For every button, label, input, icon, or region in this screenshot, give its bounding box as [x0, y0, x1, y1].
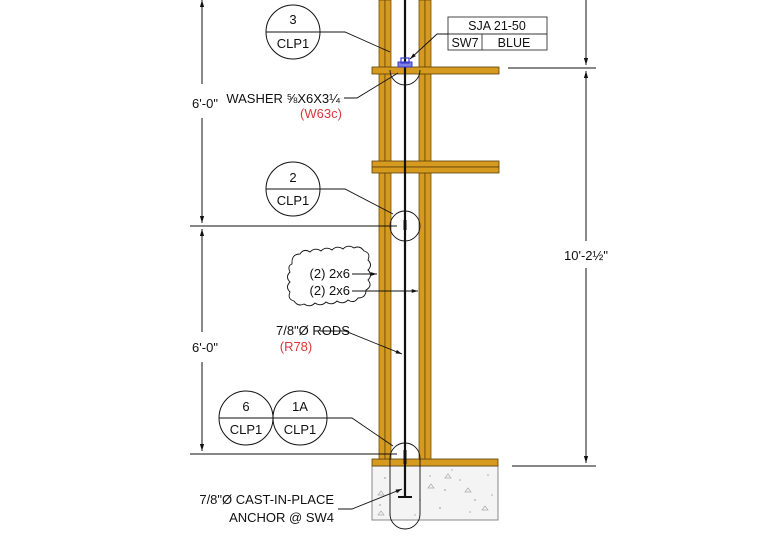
section-tag-6[interactable]: 6 CLP1 [218, 390, 274, 446]
holdown-schedule-box: SJA 21-50 SW7 BLUE [447, 16, 548, 51]
dimension-upper-left: 6'-0" [192, 96, 218, 111]
tag-3-sheet: CLP1 [277, 36, 310, 51]
studs-left [378, 0, 392, 460]
washer-label: WASHER ⅝X6X3¼ [226, 91, 340, 106]
leader-tags-6-1a [327, 417, 394, 447]
sill-plate [371, 458, 499, 467]
tag-2-sheet: CLP1 [277, 193, 310, 208]
leader-tag-3 [320, 31, 391, 53]
leader-anchor [338, 488, 403, 510]
holdown-sw: SW7 [451, 36, 478, 50]
rods-label: 7/8"Ø RODS [276, 323, 350, 338]
leader-tag-2 [320, 188, 394, 215]
tag-6-number: 6 [242, 399, 249, 414]
dimension-lower-left: 6'-0" [192, 340, 218, 355]
leader-rods [320, 330, 403, 355]
coupler-middle [403, 220, 407, 230]
anchor-label-line2: ANCHOR @ SW4 [229, 510, 334, 525]
section-tag-2[interactable]: 2 CLP1 [265, 161, 321, 217]
holdown-model: SJA 21-50 [468, 19, 526, 33]
coupler-lower [403, 450, 407, 464]
upper-floor-plate [371, 66, 500, 75]
section-tag-3[interactable]: 3 CLP1 [265, 4, 321, 60]
stud-label-right: (2) 2x6 [310, 283, 350, 298]
anchor-label-line1: 7/8"Ø CAST-IN-PLACE [199, 492, 334, 507]
right-dimension [508, 0, 596, 467]
rods-code: (R78) [280, 339, 313, 354]
revision-cloud [287, 245, 371, 307]
detail-bubble-top [389, 69, 421, 86]
tag-1a-number: 1A [292, 399, 308, 414]
tag-6-sheet: CLP1 [230, 422, 263, 437]
holdown-color: BLUE [498, 36, 531, 50]
detail-bubble-bottom [389, 442, 421, 530]
section-tag-1a[interactable]: 1A CLP1 [272, 390, 328, 446]
left-dimension [190, 0, 397, 455]
tag-3-number: 3 [289, 12, 296, 27]
dimension-right: 10'-2½" [564, 248, 608, 263]
washer-code: (W63c) [300, 106, 342, 121]
leader-holdown [409, 33, 448, 60]
leader-washer [344, 72, 399, 99]
stud-label-left: (2) 2x6 [310, 266, 350, 281]
tag-1a-sheet: CLP1 [284, 422, 317, 437]
tag-2-number: 2 [289, 170, 296, 185]
studs-right [418, 0, 432, 460]
middle-double-plate [371, 160, 500, 174]
washer-nut [397, 57, 413, 68]
